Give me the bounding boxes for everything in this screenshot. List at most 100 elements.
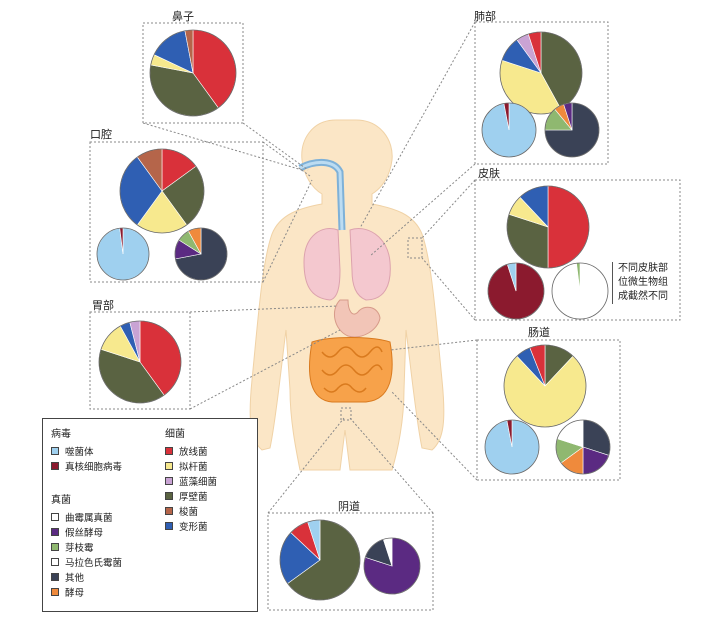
- body-silhouette: [249, 119, 445, 471]
- legend-item-label: 马拉色氏霉菌: [65, 557, 123, 569]
- pie-chart: [544, 102, 600, 158]
- legend-bacteria-title: 细菌: [165, 429, 185, 440]
- pie-chart: [363, 537, 421, 595]
- skin-box: [474, 179, 681, 321]
- skin-patch: [407, 237, 423, 259]
- legend-swatch: [165, 491, 173, 500]
- legend-item-label: 梭菌: [179, 506, 199, 518]
- legend-item-label: 假丝酵母: [65, 527, 104, 539]
- skin-note: 不同皮肤部 位微生物组 成截然不同: [612, 262, 668, 304]
- legend-swatch: [165, 506, 173, 515]
- legend-item: 其他: [51, 569, 122, 584]
- pie-chart: [174, 227, 228, 281]
- pie-chart: [481, 102, 537, 158]
- legend-item-label: 变形菌: [179, 521, 208, 533]
- pie-outline: [484, 419, 540, 475]
- pie-outline: [503, 344, 587, 428]
- pie-charts: [96, 29, 611, 601]
- mouth-box: [89, 141, 264, 283]
- legend-item-label: 蓝藻细菌: [179, 476, 218, 488]
- legend-item-label: 放线菌: [179, 446, 208, 458]
- legend-item-label: 酵母: [65, 587, 85, 599]
- vagina-marker: [340, 407, 352, 421]
- legend-swatch: [51, 587, 59, 596]
- legend-swatch: [165, 461, 173, 470]
- skin-label: 皮肤: [478, 167, 500, 180]
- pie-chart: [503, 344, 587, 428]
- nose-box: [142, 22, 244, 124]
- pie-outline: [96, 227, 150, 281]
- legend-swatch: [51, 461, 59, 470]
- pie-outline: [98, 320, 182, 404]
- legend-item: 假丝酵母: [51, 524, 122, 539]
- mouth-leader: [262, 141, 313, 283]
- stomach: [333, 299, 381, 338]
- pie-chart: [119, 148, 205, 234]
- pie-outline: [551, 262, 609, 320]
- legend-swatch: [165, 446, 173, 455]
- vagina-label: 阴道: [338, 500, 360, 513]
- pie-chart: [551, 262, 609, 320]
- pie-outline: [555, 419, 611, 475]
- airway: [298, 159, 346, 231]
- pie-chart: [487, 262, 545, 320]
- legend-bacteria: 细菌 放线菌 拟杆菌 蓝藻细菌 厚壁菌 梭菌 变形菌: [165, 425, 217, 533]
- legend: 病毒 噬菌体 真核细胞病毒 真菌 曲霉属真菌 假丝酵母 芽枝霉 马拉色氏霉菌 其…: [42, 418, 258, 612]
- legend-item-label: 厚壁菌: [179, 491, 208, 503]
- pie-chart: [96, 227, 150, 281]
- stomach-label: 胃部: [92, 299, 114, 312]
- legend-fungi: 真菌 曲霉属真菌 假丝酵母 芽枝霉 马拉色氏霉菌 其他 酵母: [51, 491, 122, 599]
- legend-virus: 病毒 噬菌体 真核细胞病毒: [51, 425, 122, 473]
- pie-chart: [98, 320, 182, 404]
- legend-swatch: [51, 542, 59, 551]
- legend-swatch: [165, 476, 173, 485]
- legend-item: 曲霉属真菌: [51, 509, 122, 524]
- lungs: [303, 228, 391, 301]
- pie-slice: [547, 185, 590, 269]
- legend-item-label: 曲霉属真菌: [65, 512, 113, 524]
- legend-item: 厚壁菌: [165, 488, 217, 503]
- gut-leader: [389, 339, 478, 481]
- lung-leader: [359, 21, 476, 257]
- gut-label: 肠道: [528, 326, 550, 339]
- pie-chart: [555, 419, 611, 475]
- lung-label: 肺部: [474, 10, 496, 23]
- skin-note-line: 成截然不同: [618, 291, 668, 302]
- nose-leader: [142, 122, 309, 171]
- legend-item: 马拉色氏霉菌: [51, 554, 122, 569]
- legend-swatch: [51, 512, 59, 521]
- legend-swatch: [51, 527, 59, 536]
- legend-item-label: 噬菌体: [65, 446, 94, 458]
- pie-outline: [499, 31, 583, 115]
- pie-outline: [481, 102, 537, 158]
- legend-item: 噬菌体: [51, 443, 122, 458]
- skin-note-line: 不同皮肤部: [618, 263, 668, 274]
- legend-item: 芽枝霉: [51, 539, 122, 554]
- legend-swatch: [51, 446, 59, 455]
- legend-swatch: [51, 557, 59, 566]
- pie-outline: [119, 148, 205, 234]
- vagina-box: [267, 512, 434, 611]
- legend-virus-title: 病毒: [51, 429, 71, 440]
- legend-fungi-title: 真菌: [51, 495, 71, 506]
- legend-item: 变形菌: [165, 518, 217, 533]
- legend-item-label: 芽枝霉: [65, 542, 94, 554]
- pie-chart: [484, 419, 540, 475]
- pie-outline: [487, 262, 545, 320]
- legend-item: 梭菌: [165, 503, 217, 518]
- legend-item: 酵母: [51, 584, 122, 599]
- pie-outline: [363, 537, 421, 595]
- intestines: [309, 337, 393, 403]
- lung-box: [474, 21, 609, 165]
- pie-outline: [149, 29, 237, 117]
- nose-label: 鼻子: [172, 10, 194, 23]
- pie-outline: [174, 227, 228, 281]
- vagina-leader: [267, 417, 434, 514]
- pie-outline: [506, 185, 590, 269]
- legend-item: 拟杆菌: [165, 458, 217, 473]
- gut-box: [476, 339, 621, 481]
- skin-leader: [421, 179, 476, 321]
- legend-item: 真核细胞病毒: [51, 458, 122, 473]
- stomach-leader: [189, 305, 341, 410]
